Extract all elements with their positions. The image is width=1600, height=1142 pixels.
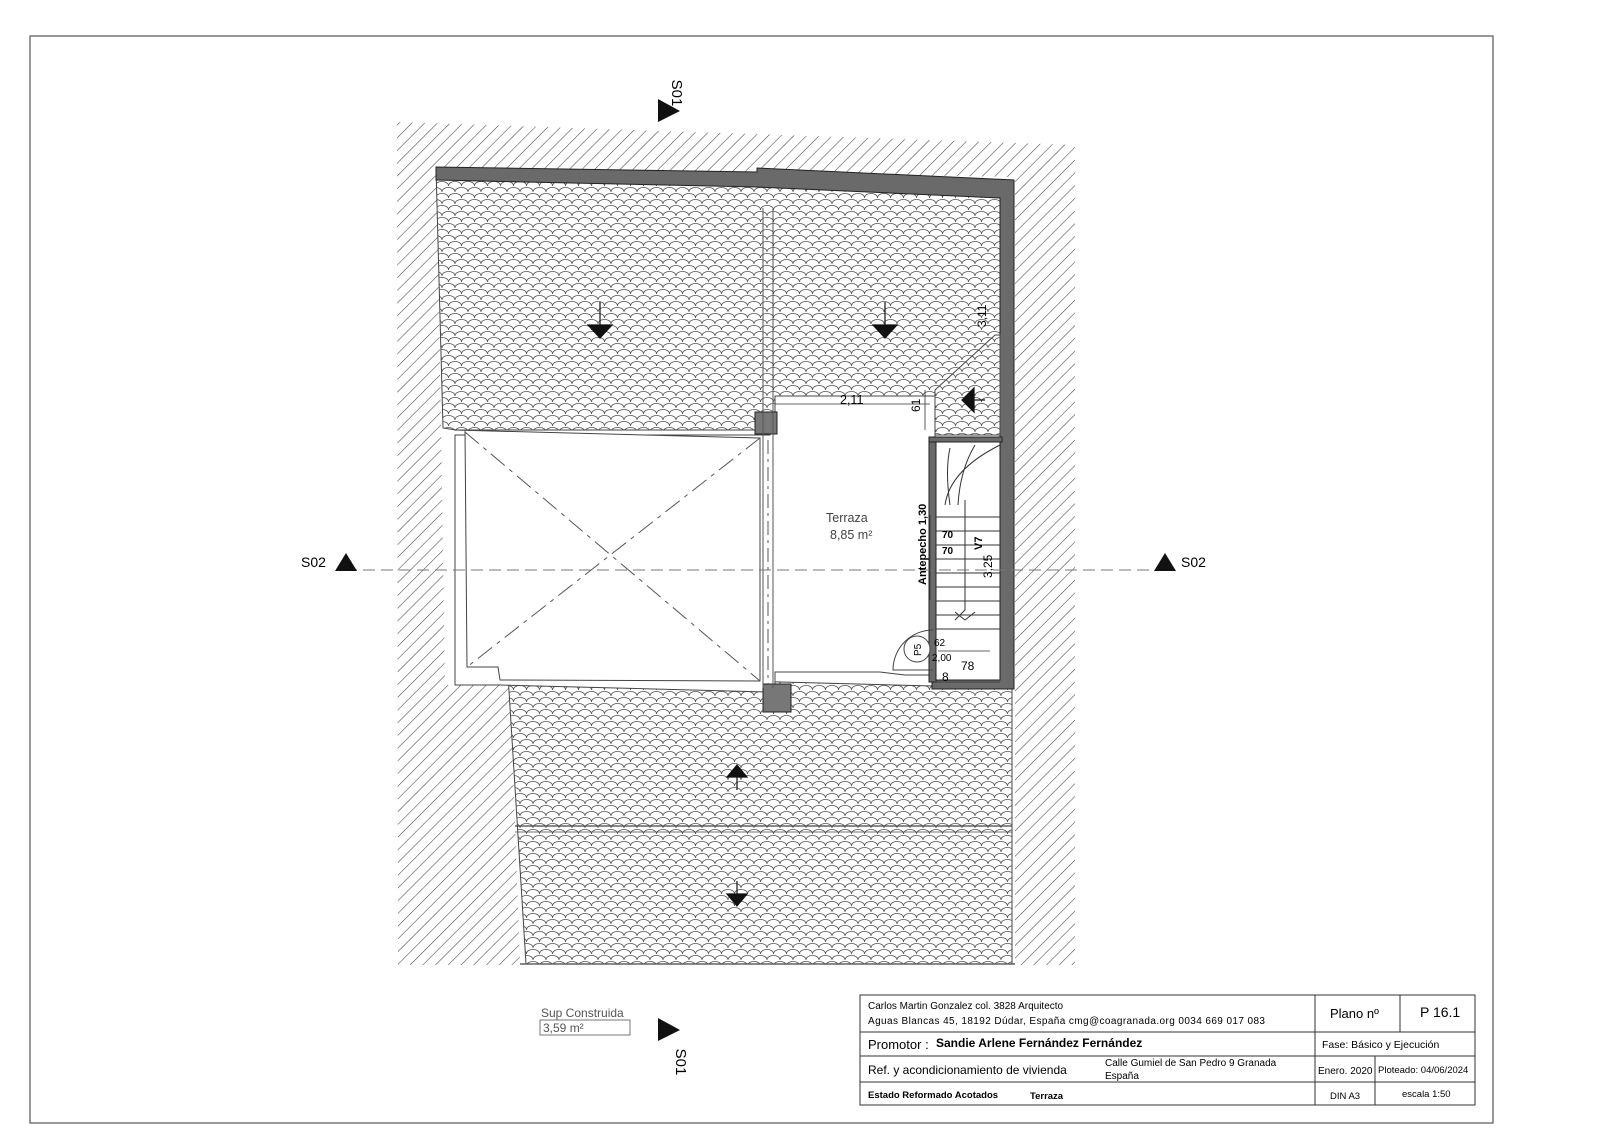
roof-corner <box>934 334 1001 436</box>
terrace-label: Terraza <box>826 511 868 525</box>
street: Calle Gumiel de San Pedro 9 Granada <box>1105 1058 1277 1069</box>
wall-top <box>435 166 1015 690</box>
dim-70b: 70 <box>942 546 954 557</box>
pillar-bottom <box>762 683 792 713</box>
section-marker-right <box>1154 553 1176 571</box>
architect-name: Carlos Martin Gonzalez col. 3828 Arquite… <box>868 1001 1064 1012</box>
window-label: V7 <box>973 537 985 550</box>
din-size: DIN A3 <box>1330 1091 1360 1102</box>
dim-70a: 70 <box>942 530 954 541</box>
void-cross-1 <box>464 431 761 682</box>
plano-label: Plano nº <box>1330 1006 1379 1021</box>
section-marker-bottom <box>658 1018 680 1041</box>
architect-address: Aguas Blancas 45, 18192 Dúdar, España cm… <box>868 1016 1265 1027</box>
lightwell <box>453 429 761 682</box>
terrace-area: 8,85 m² <box>830 528 872 542</box>
plano-number: P 16.1 <box>1420 1004 1460 1020</box>
dimension-lines <box>775 390 1000 683</box>
fase: Fase: Básico y Ejecución <box>1322 1039 1439 1051</box>
sup-box <box>539 1019 631 1036</box>
door-label: P5 <box>913 643 924 656</box>
roof-top <box>435 167 1013 436</box>
scale: escala 1:50 <box>1402 1089 1451 1100</box>
section-top-label: S01 <box>668 80 685 107</box>
sup-label: Sup Construida <box>541 1006 624 1020</box>
dim-width: 2,11 <box>840 393 863 407</box>
section-bottom-label: S01 <box>672 1049 689 1076</box>
dim-325: 3,25 <box>981 554 995 578</box>
terraza-title: Terraza <box>1030 1091 1064 1102</box>
staircase <box>936 444 1001 630</box>
party-wall-hatch <box>397 122 1075 965</box>
title-block <box>859 994 1476 1106</box>
slope-arrows <box>586 302 985 907</box>
ref-label: Ref. y acondicionamiento de vivienda <box>868 1063 1067 1077</box>
promotor-label: Promotor : <box>868 1037 929 1052</box>
roof-bottom <box>507 674 1013 965</box>
dim-61: 61 <box>909 398 923 412</box>
parapet-label: Antepecho 1,30 <box>917 504 929 585</box>
plotted: Ploteado: 04/06/2024 <box>1378 1065 1468 1076</box>
sup-value: 3,59 m² <box>543 1021 584 1035</box>
section-marker-left <box>335 553 357 571</box>
section-left-label: S02 <box>301 554 326 570</box>
country: España <box>1105 1071 1139 1082</box>
stair-wall-top <box>928 436 1003 443</box>
dim-311: 3,11 <box>975 304 989 327</box>
promotor-name: Sandie Arlene Fernández Fernández <box>936 1036 1142 1050</box>
door-tag <box>903 635 931 663</box>
dim-8: 8 <box>942 670 949 684</box>
pillar-top <box>754 411 778 435</box>
door-200: 2,00 <box>932 653 952 664</box>
door-62: 62 <box>934 638 946 649</box>
date: Enero. 2020 <box>1318 1066 1373 1077</box>
sheet-border <box>29 35 1494 1124</box>
estado: Estado Reformado Acotados <box>868 1090 998 1101</box>
door-swing <box>892 629 934 671</box>
section-marker-top <box>658 99 680 122</box>
void-cross-2 <box>466 437 761 668</box>
dim-78: 78 <box>961 659 975 673</box>
section-right-label: S02 <box>1181 554 1206 570</box>
